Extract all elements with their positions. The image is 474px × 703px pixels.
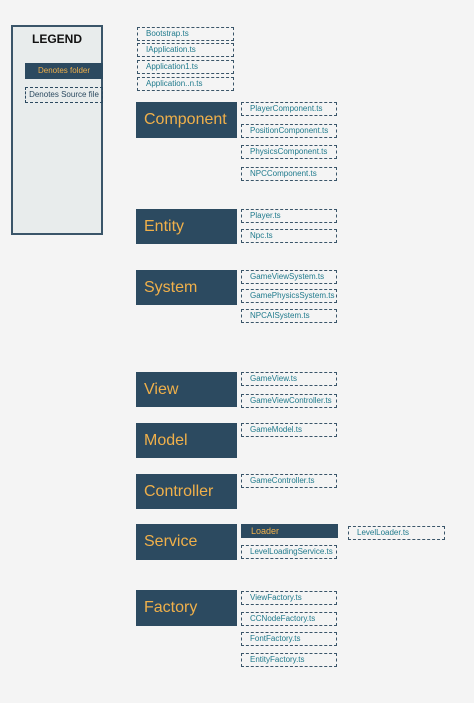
folder-factory[interactable]: Factory — [136, 590, 237, 626]
file-application-n[interactable]: Application..n.ts — [137, 77, 234, 91]
folder-view-label: View — [144, 380, 179, 398]
file-entity-factory[interactable]: EntityFactory.ts — [241, 653, 337, 667]
file-npc[interactable]: Npc.ts — [241, 229, 337, 243]
file-ccnode-factory[interactable]: CCNodeFactory.ts — [241, 612, 337, 626]
folder-component[interactable]: Component — [136, 102, 237, 138]
legend-panel: LEGEND Denotes folder Denotes Source fil… — [11, 25, 103, 235]
file-level-loader[interactable]: LevelLoader.ts — [348, 526, 445, 540]
folder-view[interactable]: View — [136, 372, 237, 407]
file-view-factory[interactable]: ViewFactory.ts — [241, 591, 337, 605]
folder-service[interactable]: Service — [136, 524, 237, 560]
file-level-loading-service[interactable]: LevelLoadingService.ts — [241, 545, 337, 559]
folder-system-label: System — [144, 278, 198, 296]
folder-system[interactable]: System — [136, 270, 237, 305]
folder-component-label: Component — [144, 111, 227, 128]
file-player[interactable]: Player.ts — [241, 209, 337, 223]
file-iapplication[interactable]: IApplication.ts — [137, 43, 234, 57]
file-game-view[interactable]: GameView.ts — [241, 372, 337, 386]
file-npc-ai-system[interactable]: NPCAISystem.ts — [241, 309, 337, 323]
file-physics-component[interactable]: PhysicsComponent.ts — [241, 145, 337, 159]
folder-entity-label: Entity — [144, 217, 185, 235]
folder-controller-label: Controller — [144, 482, 214, 500]
legend-file-swatch: Denotes Source file — [25, 87, 103, 103]
file-player-component[interactable]: PlayerComponent.ts — [241, 102, 337, 116]
folder-model-label: Model — [144, 431, 188, 449]
folder-entity[interactable]: Entity — [136, 209, 237, 244]
folder-factory-label: Factory — [144, 599, 198, 616]
file-game-physics-system[interactable]: GamePhysicsSystem.ts — [241, 289, 337, 303]
file-game-model[interactable]: GameModel.ts — [241, 423, 337, 437]
file-game-controller[interactable]: GameController.ts — [241, 474, 337, 488]
folder-loader[interactable]: Loader — [241, 524, 338, 538]
file-application1[interactable]: Application1.ts — [137, 60, 234, 74]
legend-title: LEGEND — [31, 32, 82, 46]
file-game-view-controller[interactable]: GameViewController.ts — [241, 394, 337, 408]
file-bootstrap[interactable]: Bootstrap.ts — [137, 27, 234, 41]
legend-folder-swatch: Denotes folder — [25, 63, 103, 79]
folder-controller[interactable]: Controller — [136, 474, 237, 509]
file-game-view-system[interactable]: GameViewSystem.ts — [241, 270, 337, 284]
folder-loader-label: Loader — [251, 526, 280, 536]
folder-model[interactable]: Model — [136, 423, 237, 458]
file-font-factory[interactable]: FontFactory.ts — [241, 632, 337, 646]
folder-service-label: Service — [144, 533, 198, 550]
file-npc-component[interactable]: NPCComponent.ts — [241, 167, 337, 181]
file-position-component[interactable]: PositionComponent.ts — [241, 124, 337, 138]
